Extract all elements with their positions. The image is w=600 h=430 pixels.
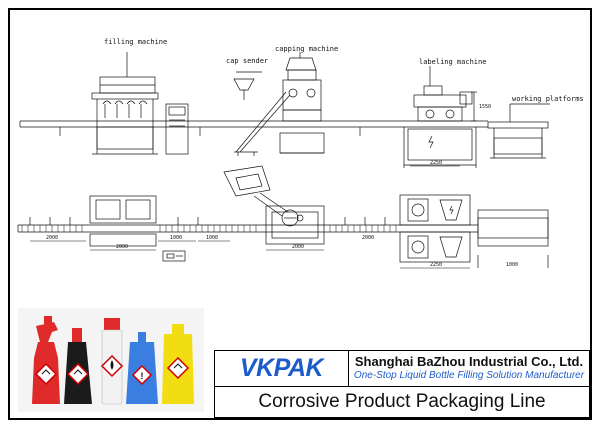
working-platform-plan (477, 209, 549, 268)
working-platform-elevation (487, 103, 550, 159)
plan-conveyor-rollers (21, 225, 397, 232)
title-block: VKPAK Shanghai BaZhou Industrial Co., Lt… (214, 350, 590, 418)
filling-machine-elevation (91, 52, 159, 155)
capping-machine-elevation (279, 52, 325, 154)
filling-machine-plan (89, 195, 157, 247)
labeling-machine-label: labeling machine (419, 58, 486, 66)
capping-machine-label: capping machine (275, 45, 338, 53)
plan-capper-side-dim: 2000 (362, 235, 374, 241)
blue-bottle: ! (126, 332, 158, 404)
company-tagline: One-Stop Liquid Bottle Filling Solution … (353, 370, 585, 381)
exclamation-hazard-icon: ! (141, 371, 144, 381)
plan-gap1-dim: 1000 (170, 235, 182, 241)
corrosive-hazard-icon (73, 369, 83, 375)
logo-cell: VKPAK (215, 351, 349, 387)
plan-dimension-lines (30, 165, 470, 269)
product-title: Corrosive Product Packaging Line (258, 391, 546, 412)
labeling-machine-plan (399, 194, 471, 263)
flammable-hazard-icon (110, 360, 114, 370)
plan-filler-dim: 2000 (116, 244, 128, 250)
labeling-machine-elevation (403, 66, 477, 168)
corrosive-hazard-icon (173, 363, 183, 369)
white-aerosol-can (100, 318, 124, 405)
cap-sender-label: cap sender (226, 57, 268, 65)
plan-labeler-dim: 2250 (430, 262, 442, 268)
company-cell: Shanghai BaZhou Industrial Co., Ltd. One… (349, 351, 589, 387)
filling-machine-label: filling machine (104, 38, 167, 46)
plan-guide-posts (29, 217, 386, 225)
cap-sender-plan (223, 165, 289, 217)
labeler-height-dim: 1550 (479, 104, 491, 110)
plan-platform-dim: 1000 (506, 262, 518, 268)
working-platforms-label: working platforms (512, 95, 584, 103)
capping-machine-plan (265, 205, 325, 245)
labeler-width-dim: 2250 (430, 160, 442, 166)
bottles-illustration: ! (32, 316, 194, 405)
cap-sender-elevation (233, 71, 291, 156)
elevation-conveyor (19, 120, 488, 136)
yellow-bottle (162, 324, 194, 404)
company-name: Shanghai BaZhou Industrial Co., Ltd. (354, 354, 584, 369)
control-cabinet-elevation (165, 103, 189, 155)
plan-left-dim: 2000 (46, 235, 58, 241)
plan-conveyor (17, 224, 478, 233)
red-spray-bottle (32, 316, 60, 404)
control-box-plan (162, 250, 186, 262)
plan-gap2-dim: 1000 (206, 235, 218, 241)
corrosive-hazard-icon (41, 369, 51, 375)
company-logo: VKPAK (239, 354, 324, 382)
plan-capper-dim: 2000 (292, 244, 304, 250)
product-photo: ! (18, 308, 204, 412)
black-bottle (64, 328, 92, 404)
